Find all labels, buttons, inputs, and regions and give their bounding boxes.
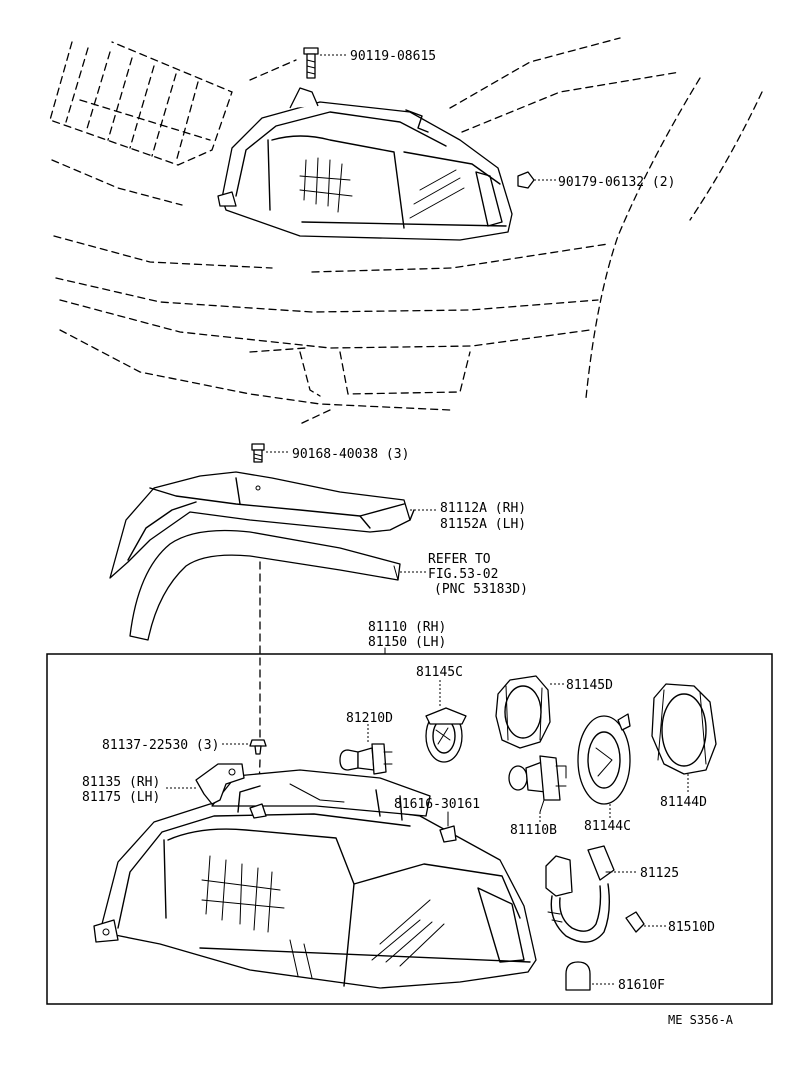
label-81510d: 81510D <box>668 920 715 935</box>
label-81144d: 81144D <box>660 795 707 810</box>
socket-wire-81125 <box>545 845 615 943</box>
label-90119-08615: 90119-08615 <box>350 49 436 64</box>
bulb-81510d <box>625 911 645 933</box>
label-81152a-lh: 81152A (LH) <box>440 517 526 532</box>
label-81175-lh: 81175 (LH) <box>82 790 160 805</box>
label-81110-rh: 81110 (RH) <box>368 620 446 635</box>
bulb-81210d <box>339 743 393 775</box>
headlamp-unit <box>93 739 537 989</box>
headlamp-assembly-box <box>46 653 773 1005</box>
vehicle-front-view <box>49 37 763 425</box>
label-81137-22530: 81137-22530 (3) <box>102 738 219 753</box>
label-81616-30161: 81616-30161 <box>394 797 480 812</box>
label-refer-pnc: (PNC 53183D) <box>434 582 528 597</box>
label-90168-40038: 90168-40038 (3) <box>292 447 409 462</box>
label-81150-lh: 81150 (LH) <box>368 635 446 650</box>
label-refer-fig: FIG.53-02 <box>428 567 498 582</box>
retainer-81145d <box>495 675 551 749</box>
label-81145d: 81145D <box>566 678 613 693</box>
label-81112a-rh: 81112A (RH) <box>440 501 526 516</box>
socket-81145c <box>425 707 467 763</box>
garnish-assembly <box>109 443 415 641</box>
diagram-code: ME S356-A <box>668 1013 734 1027</box>
label-81135-rh: 81135 (RH) <box>82 775 160 790</box>
label-81210d: 81210D <box>346 711 393 726</box>
cover-81144c <box>577 713 631 805</box>
label-90179-06132: 90179-06132 (2) <box>558 175 675 190</box>
clip-81616 <box>439 811 457 843</box>
ring-81144d <box>651 683 717 775</box>
label-refer-to: REFER TO <box>428 552 491 567</box>
label-81610f: 81610F <box>618 978 665 993</box>
label-81144c: 81144C <box>584 819 631 834</box>
bulb-81110b <box>508 755 567 813</box>
label-81145c: 81145C <box>416 665 463 680</box>
bulb-81610f <box>565 961 591 991</box>
label-81110b: 81110B <box>510 823 557 838</box>
label-81125: 81125 <box>640 866 679 881</box>
